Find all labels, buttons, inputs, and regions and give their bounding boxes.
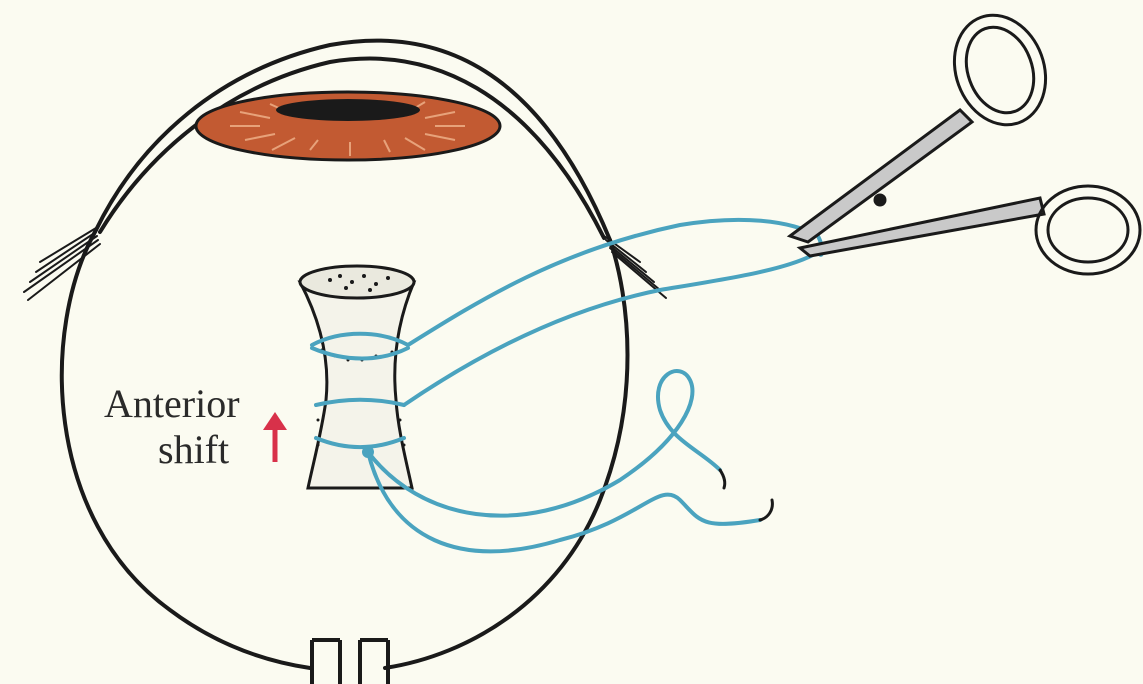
optic-nerve-icon <box>312 640 388 684</box>
pupil-icon <box>276 99 420 121</box>
muscle-implant-icon <box>300 266 414 488</box>
suture-knot <box>362 446 374 458</box>
anterior-shift-label-line2: shift <box>158 430 229 470</box>
anterior-shift-label-line1: Anterior <box>104 384 240 424</box>
scissors-icon <box>790 2 1140 274</box>
needle-icon <box>720 470 772 520</box>
iris-icon <box>196 92 500 160</box>
up-arrow-icon <box>263 412 287 462</box>
